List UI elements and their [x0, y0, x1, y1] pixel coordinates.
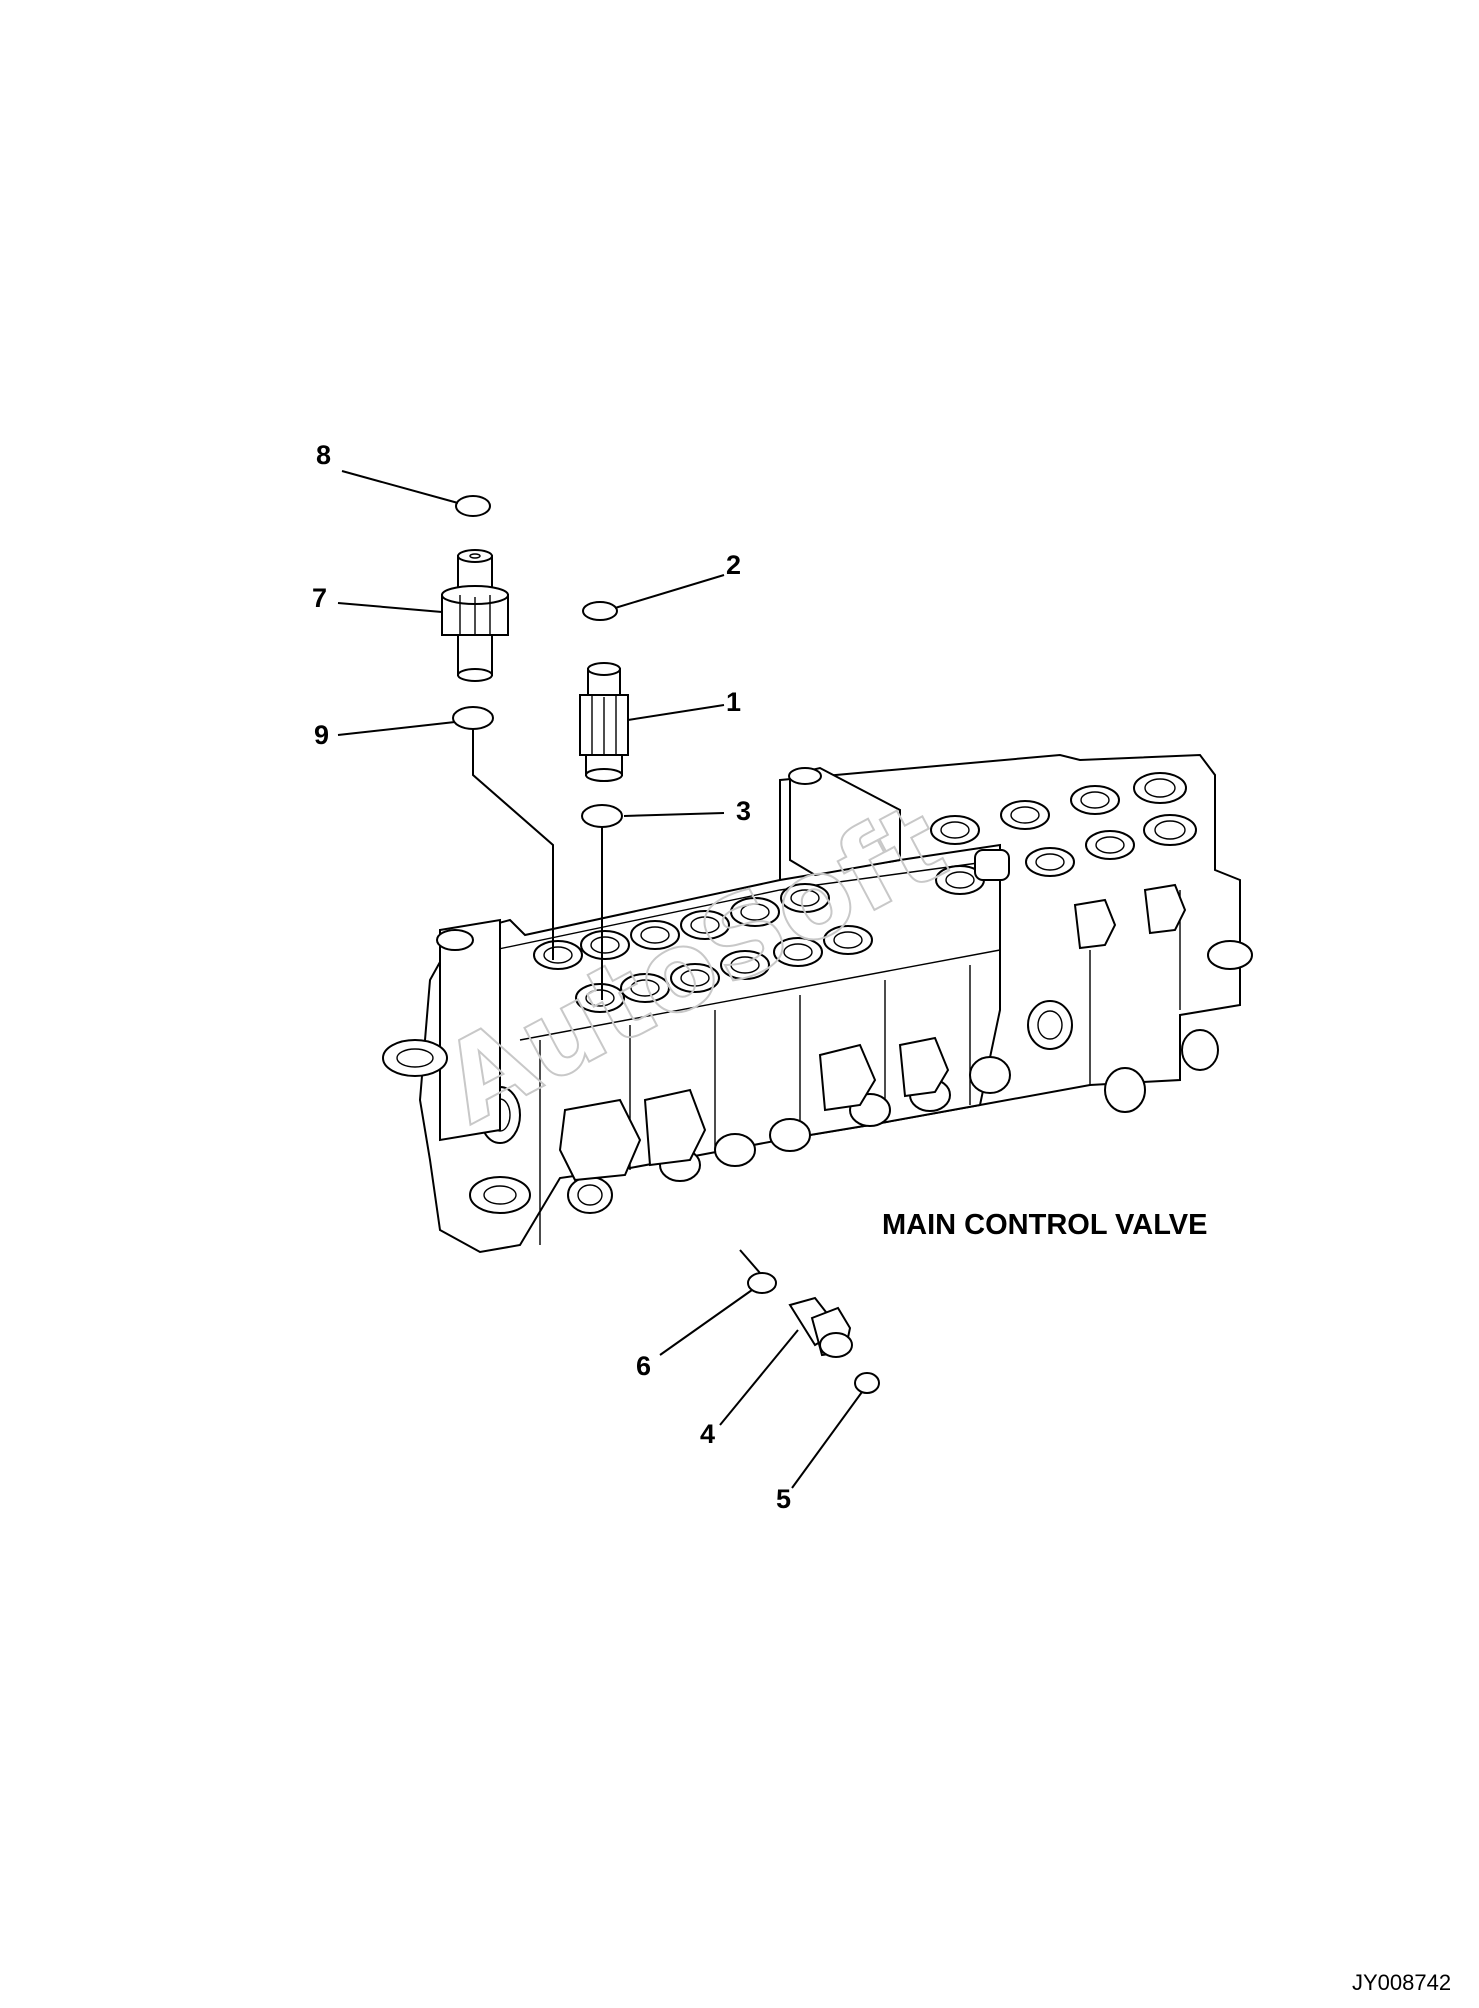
callout-6: 6	[636, 1351, 651, 1381]
callout-8: 8	[316, 440, 331, 470]
callout-1: 1	[726, 687, 741, 717]
part-8-o-ring	[455, 495, 491, 517]
callout-3: 3	[736, 796, 751, 826]
part-9-o-ring	[452, 706, 494, 730]
part-3-o-ring	[581, 804, 623, 828]
leader-lines	[337, 470, 863, 1489]
part-6-o-ring	[747, 1272, 777, 1294]
part-1-valve	[579, 662, 629, 782]
part-5-o-ring	[854, 1372, 880, 1394]
part-2-o-ring	[582, 601, 618, 621]
drawing-code: JY008742	[1352, 1970, 1451, 1995]
part-7-fitting	[441, 549, 509, 682]
main-control-valve-body	[382, 753, 1253, 1254]
part-4-plug	[788, 1296, 853, 1358]
callout-5: 5	[776, 1484, 791, 1514]
callout-9: 9	[314, 720, 329, 750]
callout-4: 4	[700, 1419, 715, 1449]
callout-2: 2	[726, 550, 741, 580]
assembly-label: MAIN CONTROL VALVE	[882, 1209, 1207, 1241]
callout-7: 7	[312, 583, 327, 613]
